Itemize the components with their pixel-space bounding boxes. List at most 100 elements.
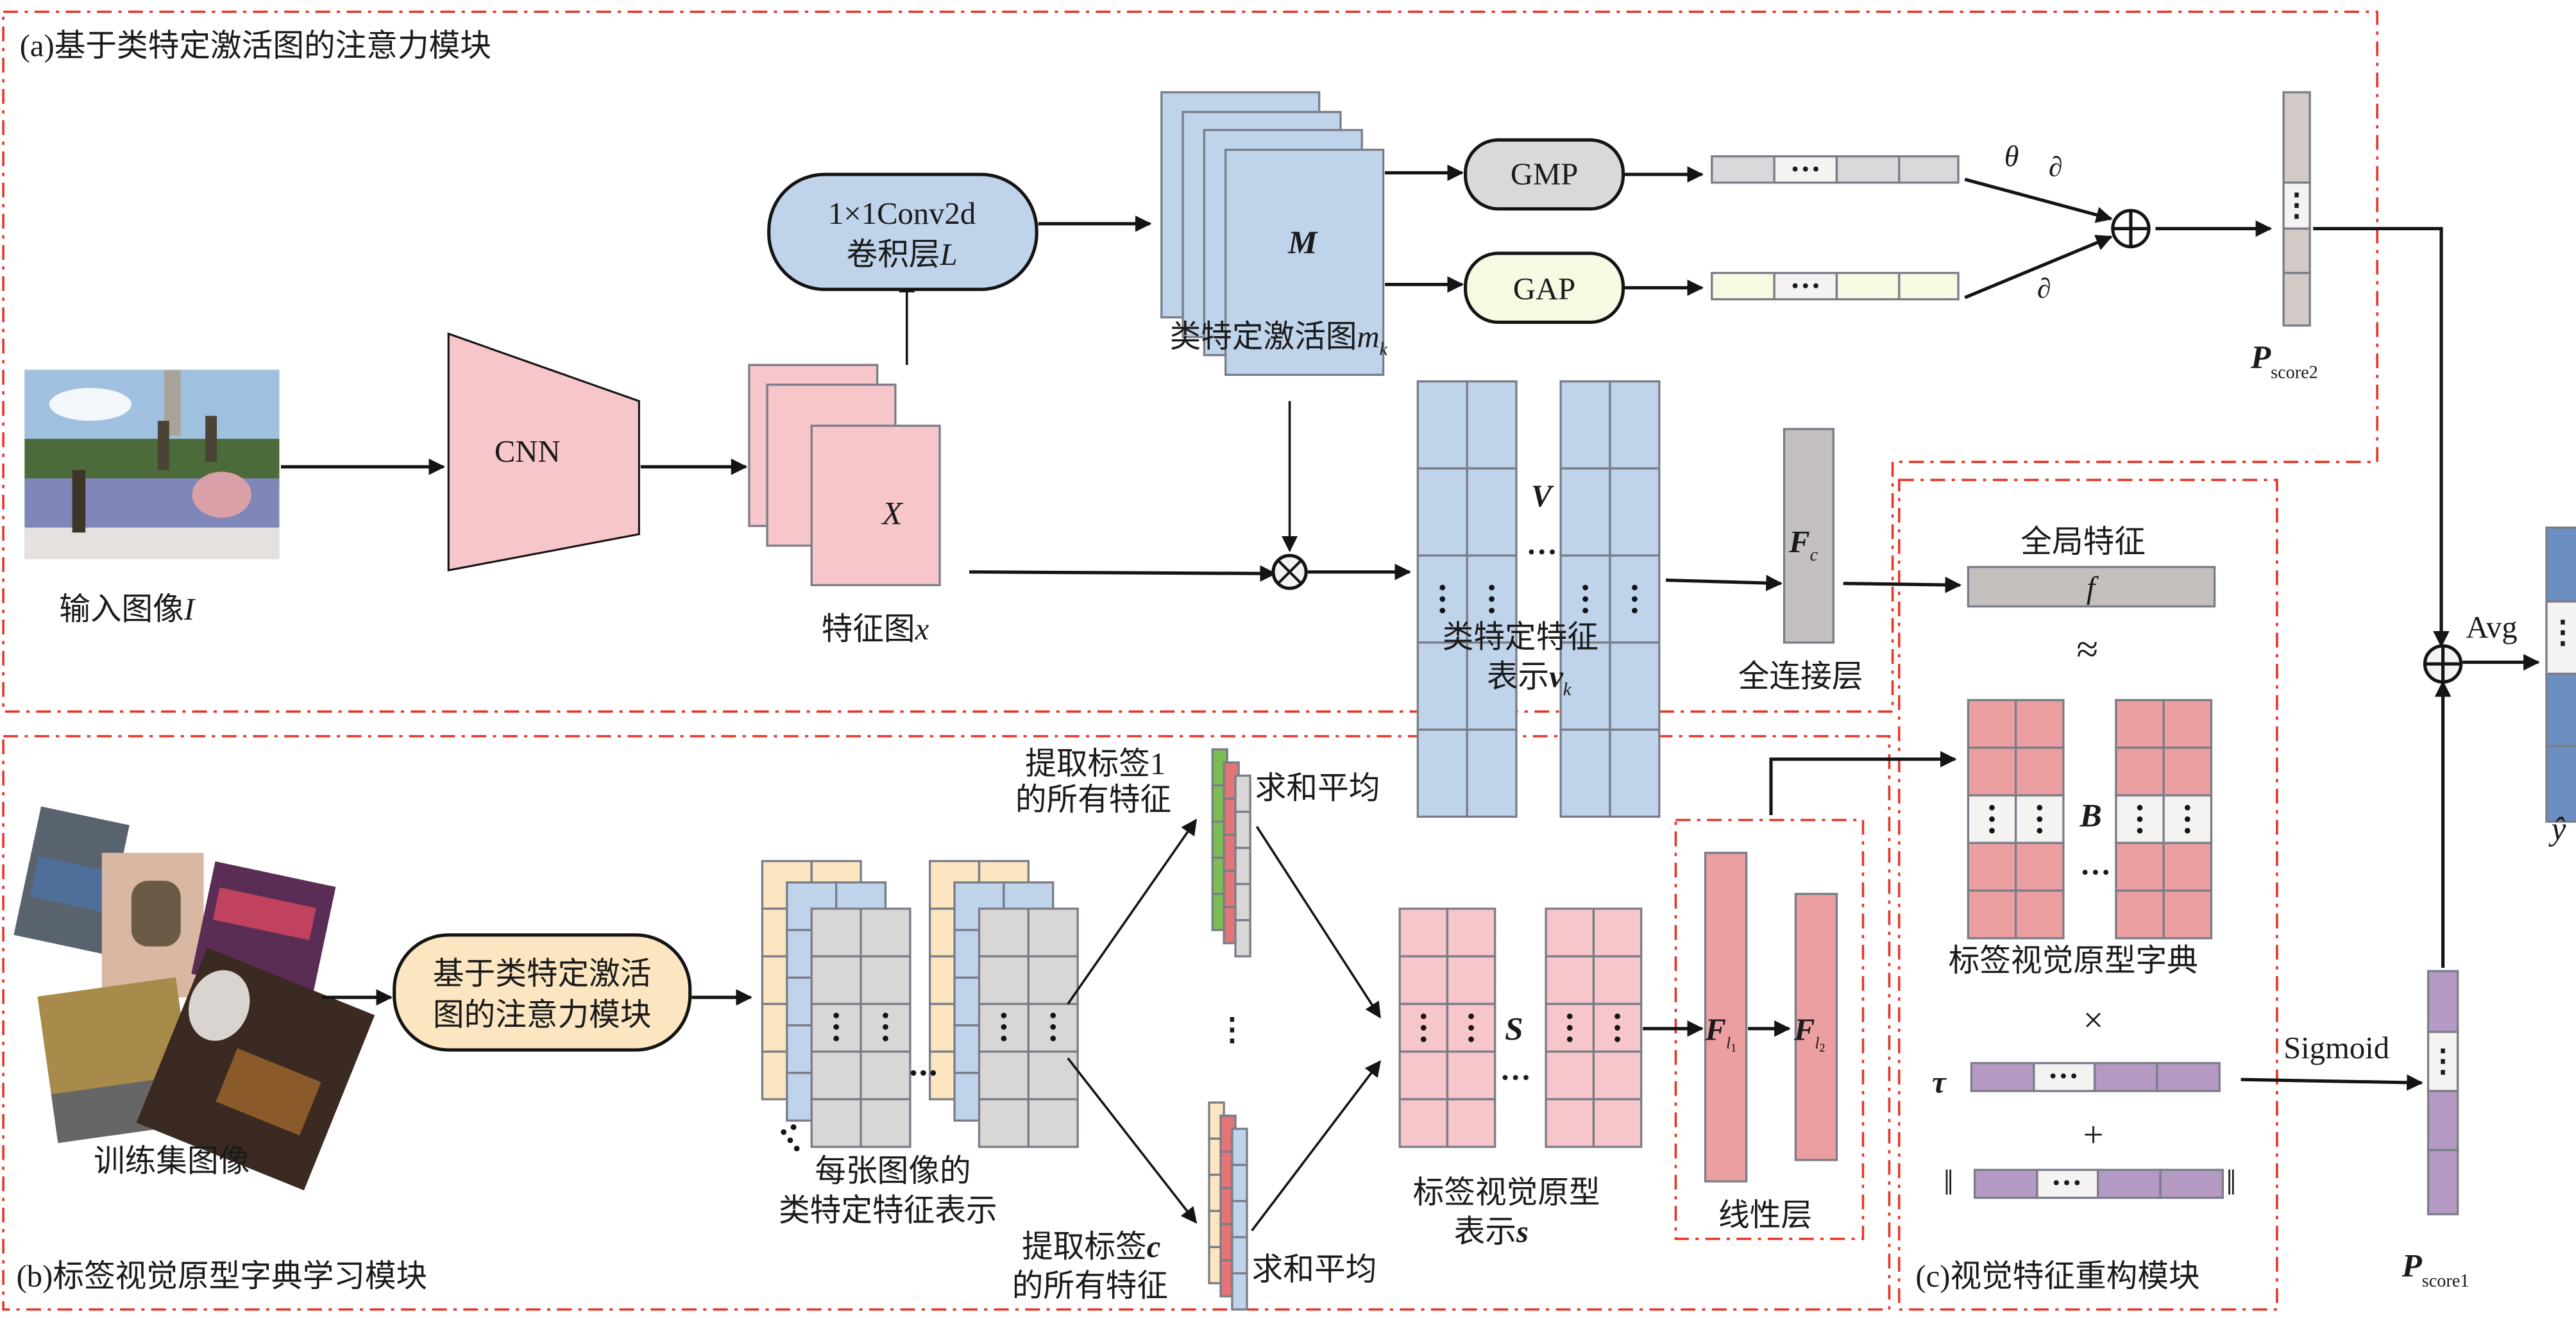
- ellipsis-dot: [2137, 804, 2143, 811]
- ellipsis-dot: [1614, 1013, 1620, 1019]
- gmp-block: [1464, 138, 1625, 211]
- prototype-ellipsis: ···: [1500, 1060, 1531, 1095]
- grid-cell: [1416, 728, 1468, 818]
- ellipsis-dot: [910, 1070, 917, 1076]
- extractc-line2: 的所有特征: [1012, 1269, 1168, 1303]
- class-feature-grid: [1416, 380, 1661, 818]
- class-feature-symbol: V: [1531, 478, 1554, 513]
- grid-cell: [978, 1098, 1030, 1148]
- grid-cell: [1545, 908, 1595, 958]
- conv-layer-block: [767, 173, 1038, 291]
- grid-cell: [860, 1050, 911, 1101]
- grid-cell: [1231, 1163, 1248, 1203]
- ellipsis-dot: [1050, 1012, 1056, 1018]
- grid-cell: [1234, 774, 1251, 813]
- gmp-vector-ellipsis: ···: [1790, 152, 1821, 187]
- grid-cell: [1592, 1098, 1643, 1148]
- gap-block: [1464, 251, 1625, 325]
- ellipsis-dot: [883, 1035, 888, 1042]
- grid-cell: [1446, 908, 1496, 958]
- per-image-feature-stacks: [761, 859, 1079, 1152]
- grid-cell: [1609, 728, 1661, 818]
- grid-cell: [1559, 728, 1611, 818]
- grid-cell: [810, 908, 862, 958]
- grid-cell: [810, 1098, 862, 1148]
- ellipsis-dot: [1614, 1025, 1620, 1031]
- grid-cell: [1609, 641, 1661, 731]
- plus-symbol: +: [2083, 1115, 2104, 1155]
- approx-symbol: ≈: [2076, 628, 2098, 672]
- ellipsis-dot: [920, 1070, 926, 1076]
- arrow-to-pscore1: [2241, 1074, 2423, 1091]
- grid-cell: [2014, 841, 2065, 892]
- ellipsis-dot: [1439, 584, 1446, 591]
- fl1-block: [1704, 852, 1748, 1183]
- prototype-symbol: S: [1505, 1011, 1523, 1048]
- class-feature-label1: 类特定特征: [1443, 620, 1598, 655]
- gap-vector-ellipsis: ···: [1790, 268, 1821, 303]
- grid-cell: [1234, 919, 1251, 958]
- norm-vector: [1973, 1169, 2224, 1199]
- ellipsis-dot: [1439, 607, 1446, 614]
- feature-map-symbol: X: [881, 495, 903, 532]
- pscore2-ellipsis: ⋮: [2281, 188, 2312, 223]
- ellipsis-dot: [1632, 596, 1638, 602]
- ellipsis-dot: [781, 1129, 787, 1135]
- grid-cell: [1967, 698, 2017, 749]
- input-image: [24, 369, 280, 559]
- grid-cell: [1967, 841, 2017, 892]
- fc-layer-block: [1783, 428, 1835, 644]
- region-b-border: [2, 735, 1891, 1311]
- per-image-label1: 每张图像的: [815, 1154, 970, 1188]
- ellipsis-dot: [2184, 804, 2190, 811]
- arrow-to-labelc: [1067, 1057, 1198, 1224]
- ellipsis-dot: [1050, 1024, 1056, 1030]
- grid-cell: [1027, 1098, 1079, 1148]
- ellipsis-dot: [1989, 816, 1995, 822]
- arrow-fc-to-global: [1843, 577, 1962, 593]
- ellipsis-dot: [1566, 1036, 1573, 1042]
- fc-symbol: Fc: [1788, 525, 1818, 565]
- grid-cell: [1416, 467, 1468, 557]
- grid-cell: [1446, 955, 1496, 1006]
- cnn-block: [447, 332, 640, 572]
- ellipsis-dot: [793, 1145, 800, 1152]
- arrow-label1-to-prototype: [1255, 825, 1381, 1018]
- ellipsis-dot: [1001, 1035, 1007, 1042]
- ellipsis-dot: [1001, 1012, 1007, 1018]
- extract1-line2: 的所有特征: [1015, 782, 1171, 817]
- grid-cell: [1545, 955, 1595, 1006]
- ellipsis-dot: [2137, 827, 2143, 834]
- grid-cell: [2162, 841, 2213, 892]
- ellipsis-dot: [1050, 1035, 1056, 1042]
- training-images: [13, 806, 375, 1190]
- grid-cell: [1446, 1098, 1496, 1148]
- dictionary-symbol: B: [2080, 798, 2102, 834]
- class-feature-ellipsis: ···: [1526, 534, 1557, 569]
- grid-cell: [1545, 1050, 1595, 1101]
- norm-right-symbol: ‖: [2226, 1163, 2236, 1203]
- gap-label: GAP: [1513, 272, 1575, 307]
- grid-cell: [1231, 1128, 1248, 1167]
- grid-cell: [1027, 1050, 1079, 1101]
- prototype-grid: [1398, 908, 1643, 1148]
- output-ellipsis: ⋮: [2547, 615, 2576, 650]
- attention-module-line2: 图的注意力模块: [433, 998, 652, 1033]
- labelc-feature-stack: [1208, 1101, 1248, 1311]
- grid-cell: [1416, 641, 1468, 731]
- ellipsis-dot: [1489, 607, 1495, 614]
- ellipsis-dot: [1632, 584, 1638, 591]
- extract1-line1: 提取标签1: [1025, 747, 1165, 781]
- grid-cell: [1466, 728, 1518, 818]
- tau-symbol: τ: [1932, 1065, 1947, 1100]
- ellipsis-dot: [2184, 816, 2190, 822]
- ellipsis-dot: [1582, 584, 1588, 591]
- ellipsis-dot: [1582, 596, 1588, 602]
- arrow-gap-to-sum: [1964, 235, 2113, 300]
- ellipsis-dot: [2037, 804, 2043, 811]
- grid-cell: [860, 1098, 911, 1148]
- grid-cell: [1559, 641, 1611, 731]
- grid-cell: [2115, 889, 2165, 940]
- fl2-block: [1794, 893, 1838, 1162]
